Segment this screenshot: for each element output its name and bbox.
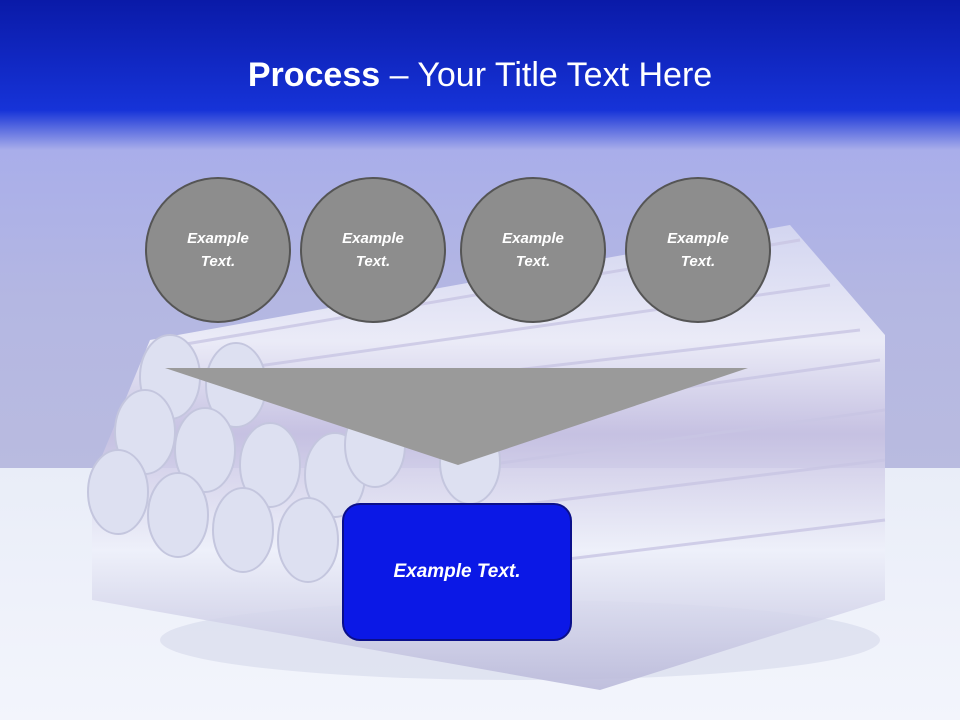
step-circle-2-label: Example Text. — [342, 230, 404, 270]
step-circle-2: Example Text. — [300, 177, 446, 323]
title-rest: – Your Title Text Here — [380, 56, 713, 94]
page-title: Process – Your Title Text Here — [0, 52, 960, 98]
step-circle-1: Example Text. — [145, 177, 291, 323]
step-circle-3: Example Text. — [460, 177, 606, 323]
result-box-label: Example Text. — [393, 561, 521, 582]
title-bold: Process — [247, 56, 381, 94]
step-circle-1-label: Example Text. — [187, 230, 249, 270]
result-box: Example Text. — [342, 503, 572, 641]
funnel-arrow — [165, 368, 748, 465]
step-circle-3-label: Example Text. — [502, 230, 564, 270]
step-circle-4: Example Text. — [625, 177, 771, 323]
step-circle-4-label: Example Text. — [667, 230, 729, 270]
